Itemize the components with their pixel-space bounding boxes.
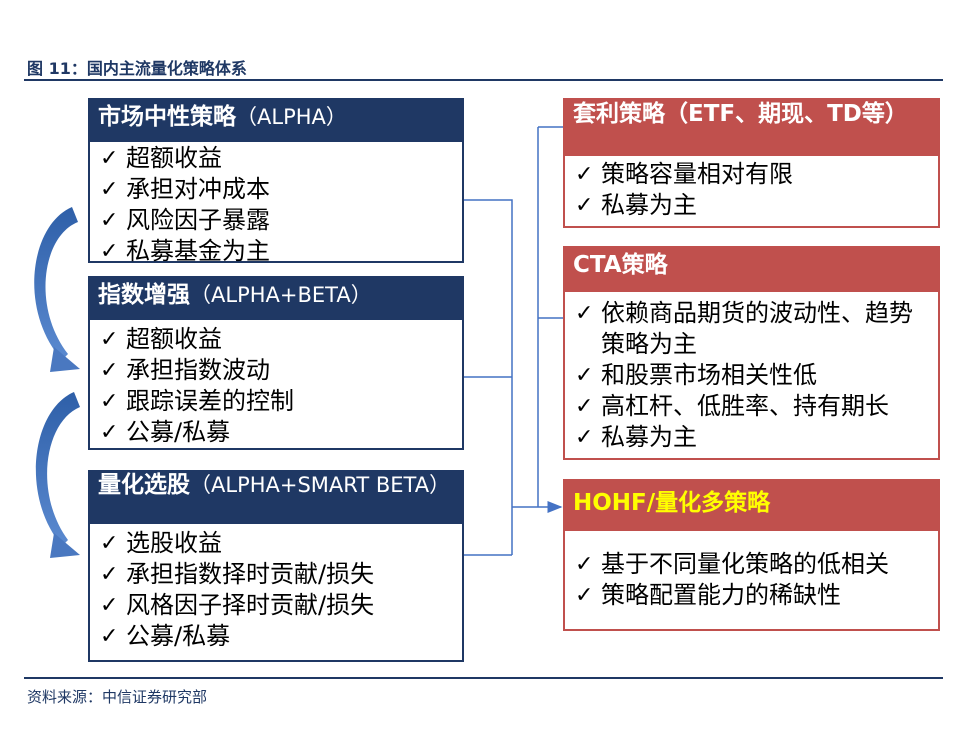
list-item: ✓策略容量相对有限 [575, 160, 793, 188]
connector-box1 [464, 199, 513, 555]
list-item: ✓高杠杆、低胜率、持有期长 [575, 392, 889, 420]
check-icon: ✓ [100, 420, 119, 445]
list-item: ✓风险因子暴露 [100, 206, 270, 234]
box-cta-header: CTA策略 [565, 248, 938, 292]
check-icon: ✓ [575, 552, 594, 577]
figure-source: 资料来源：中信证券研究部 [27, 688, 208, 706]
curved-arrow-1 [34, 207, 80, 372]
list-item: ✓承担指数波动 [100, 356, 270, 384]
box-index-enhanced-header: 指数增强（ALPHA+BETA） [90, 278, 462, 320]
check-icon: ✓ [575, 425, 594, 450]
figure-title: 图 11：国内主流量化策略体系 [27, 59, 247, 78]
list-item: ✓超额收益 [100, 325, 222, 353]
check-icon: ✓ [575, 363, 594, 388]
list-item: ✓承担对冲成本 [100, 175, 270, 203]
check-icon: ✓ [100, 239, 119, 264]
check-icon: ✓ [575, 162, 594, 187]
list-item: ✓承担指数择时贡献/损失 [100, 560, 375, 588]
check-icon: ✓ [100, 593, 119, 618]
check-icon: ✓ [100, 146, 119, 171]
box-arbitrage-header: 套利策略（ETF、期现、TD等） [565, 100, 938, 156]
list-item: ✓策略配置能力的稀缺性 [575, 581, 841, 609]
list-item: ✓风格因子择时贡献/损失 [100, 591, 375, 619]
check-icon: ✓ [100, 562, 119, 587]
check-icon: ✓ [100, 327, 119, 352]
box-hohf-header: HOHF/量化多策略 [565, 481, 938, 531]
check-icon: ✓ [100, 531, 119, 556]
check-icon: ✓ [100, 208, 119, 233]
box-quant-stock-selection: 量化选股（ALPHA+SMART BETA） ✓选股收益 ✓承担指数择时贡献/损… [88, 470, 464, 662]
check-icon: ✓ [575, 301, 594, 326]
check-icon: ✓ [100, 358, 119, 383]
box-cta: CTA策略 ✓依赖商品期货的波动性、趋势策略为主 ✓和股票市场相关性低 ✓高杠杆… [563, 246, 940, 460]
list-item: ✓公募/私募 [100, 418, 231, 446]
list-item: ✓私募为主 [575, 191, 697, 219]
box-cta-list: ✓依赖商品期货的波动性、趋势策略为主 ✓和股票市场相关性低 ✓高杠杆、低胜率、持… [565, 292, 938, 453]
top-rule [24, 79, 943, 81]
list-item: ✓和股票市场相关性低 [575, 361, 817, 389]
box-arbitrage-list: ✓策略容量相对有限 ✓私募为主 [565, 156, 938, 221]
list-item: ✓基于不同量化策略的低相关 [575, 550, 889, 578]
box-arbitrage: 套利策略（ETF、期现、TD等） ✓策略容量相对有限 ✓私募为主 [563, 98, 940, 228]
box-market-neutral-list: ✓超额收益 ✓承担对冲成本 ✓风险因子暴露 ✓私募基金为主 [90, 142, 462, 267]
box-hohf-multi-strategy: HOHF/量化多策略 ✓基于不同量化策略的低相关 ✓策略配置能力的稀缺性 [563, 479, 940, 631]
list-item: ✓公募/私募 [100, 622, 231, 650]
box-quant-stock-selection-list: ✓选股收益 ✓承担指数择时贡献/损失 ✓风格因子择时贡献/损失 ✓公募/私募 [90, 524, 462, 652]
check-icon: ✓ [100, 389, 119, 414]
curved-arrow-2 [35, 392, 80, 558]
box-index-enhanced-list: ✓超额收益 ✓承担指数波动 ✓跟踪误差的控制 ✓公募/私募 [90, 320, 462, 448]
list-item: ✓私募基金为主 [100, 237, 270, 265]
list-item: ✓依赖商品期货的波动性、趋势策略为主 [575, 299, 913, 358]
box-index-enhanced: 指数增强（ALPHA+BETA） ✓超额收益 ✓承担指数波动 ✓跟踪误差的控制 … [88, 276, 464, 450]
list-item: ✓私募为主 [575, 423, 697, 451]
check-icon: ✓ [575, 394, 594, 419]
check-icon: ✓ [100, 177, 119, 202]
check-icon: ✓ [575, 583, 594, 608]
box-market-neutral: 市场中性策略（ALPHA） ✓超额收益 ✓承担对冲成本 ✓风险因子暴露 ✓私募基… [88, 98, 464, 265]
check-icon: ✓ [100, 624, 119, 649]
box-quant-stock-selection-header: 量化选股（ALPHA+SMART BETA） [90, 472, 462, 524]
box-hohf-list: ✓基于不同量化策略的低相关 ✓策略配置能力的稀缺性 [565, 531, 938, 611]
list-item: ✓超额收益 [100, 144, 222, 172]
list-item: ✓选股收益 [100, 529, 222, 557]
list-item: ✓跟踪误差的控制 [100, 387, 294, 415]
box-market-neutral-header: 市场中性策略（ALPHA） [90, 100, 462, 142]
check-icon: ✓ [575, 193, 594, 218]
bottom-rule [24, 677, 943, 679]
